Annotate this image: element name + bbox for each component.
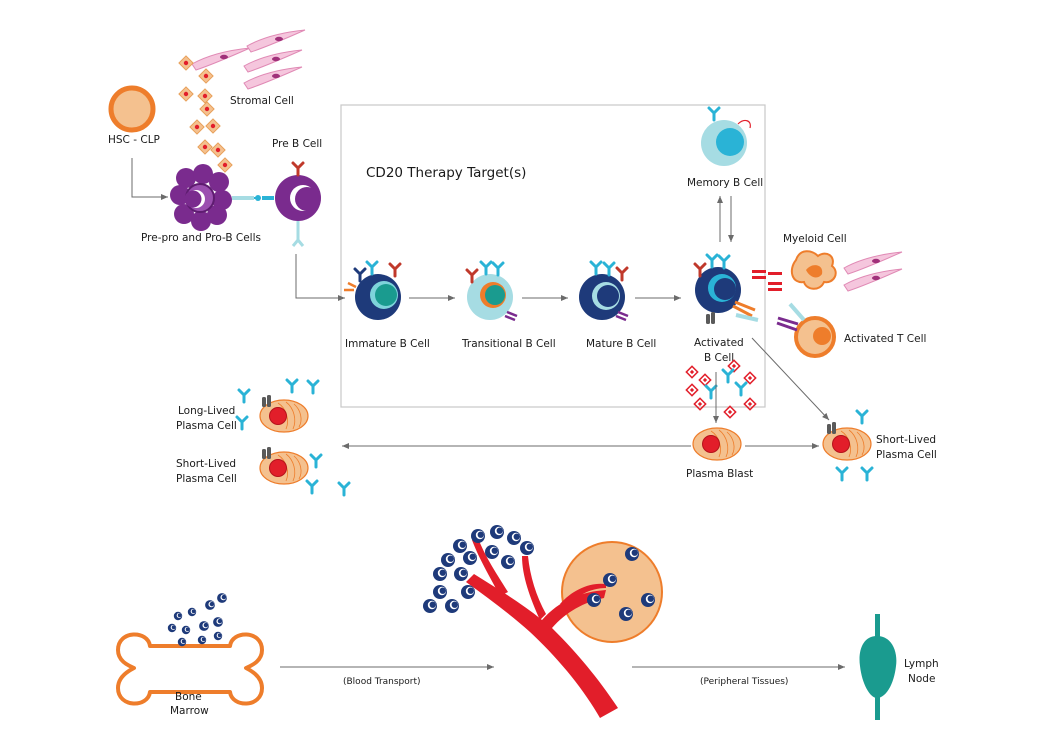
activated-t-cell bbox=[776, 302, 836, 358]
immature-label: Immature B Cell bbox=[345, 338, 430, 350]
long-lived-plasma-cell bbox=[235, 378, 320, 433]
bone-marrow-icon bbox=[116, 593, 264, 706]
marrow-label: Marrow bbox=[170, 705, 209, 717]
activated-b-label-2: B Cell bbox=[704, 352, 734, 364]
short-lived-plasma-cell-right bbox=[822, 409, 874, 482]
lymph-label: Lymph bbox=[904, 658, 939, 670]
cytokine-chain bbox=[178, 55, 233, 173]
cd20-target-box bbox=[340, 104, 766, 408]
plasma-blast-label: Plasma Blast bbox=[686, 468, 753, 480]
pre-b-label: Pre B Cell bbox=[272, 138, 322, 150]
myeloid-cell bbox=[790, 250, 837, 290]
node-label: Node bbox=[908, 673, 935, 685]
pre-b-cell bbox=[275, 161, 321, 247]
immature-b-cell bbox=[344, 260, 402, 320]
short-lived-right-label-1: Short-Lived bbox=[876, 434, 936, 446]
activated-t-label: Activated T Cell bbox=[844, 333, 926, 345]
memory-b-cell bbox=[701, 106, 751, 166]
short-lived-plasma-cell-left bbox=[259, 447, 351, 497]
long-lived-label-1: Long-Lived bbox=[178, 405, 235, 417]
cytokine-bars bbox=[752, 270, 782, 291]
bone-label: Bone bbox=[175, 691, 202, 703]
transitional-label: Transitional B Cell bbox=[461, 338, 556, 350]
diagram-title: CD20 Therapy Target(s) bbox=[366, 165, 526, 181]
blood-transport-label: (Blood Transport) bbox=[343, 677, 421, 687]
mature-label: Mature B Cell bbox=[586, 338, 656, 350]
prepro-label: Pre-pro and Pro-B Cells bbox=[141, 232, 261, 244]
mature-b-cell bbox=[579, 260, 629, 322]
myeloid-label: Myeloid Cell bbox=[783, 233, 847, 245]
antigen-cluster bbox=[685, 359, 757, 419]
activated-b-cell bbox=[693, 253, 759, 324]
short-lived-right-label-2: Plasma Cell bbox=[876, 449, 937, 461]
memory-label: Memory B Cell bbox=[687, 177, 763, 189]
long-lived-label-2: Plasma Cell bbox=[176, 420, 237, 432]
pre-pro-b-cell-cluster bbox=[170, 164, 232, 231]
plasma-blast-cell bbox=[692, 427, 742, 461]
blood-vessel-icon bbox=[423, 525, 663, 718]
hsc-clp-cell bbox=[108, 85, 156, 133]
stroma-receptor-link bbox=[232, 195, 274, 201]
stromal-cell-label: Stromal Cell bbox=[230, 95, 294, 107]
transitional-b-cell bbox=[465, 260, 518, 322]
hsc-label: HSC - CLP bbox=[108, 134, 160, 146]
activated-b-label-1: Activated bbox=[694, 337, 744, 349]
lymph-node-icon bbox=[859, 614, 897, 720]
short-lived-left-label-1: Short-Lived bbox=[176, 458, 236, 470]
peripheral-tissues-label: (Peripheral Tissues) bbox=[700, 677, 788, 687]
short-lived-left-label-2: Plasma Cell bbox=[176, 473, 237, 485]
